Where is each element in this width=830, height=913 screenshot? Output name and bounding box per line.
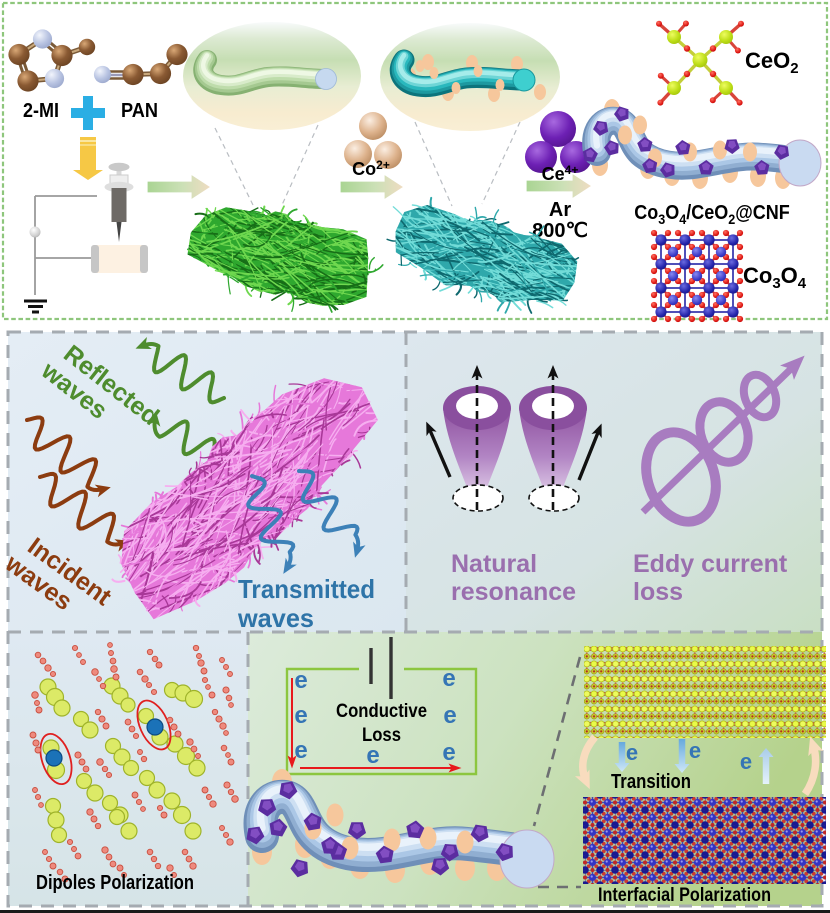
- svg-text:waves: waves: [237, 603, 314, 633]
- svg-text:Natural: Natural: [451, 550, 537, 578]
- svg-text:e: e: [689, 738, 701, 763]
- svg-text:CeO2: CeO2: [745, 48, 799, 77]
- svg-text:resonance: resonance: [451, 578, 576, 606]
- svg-text:e: e: [740, 749, 752, 774]
- svg-text:e: e: [294, 737, 307, 764]
- svg-text:e: e: [442, 665, 455, 692]
- svg-text:PAN: PAN: [121, 100, 158, 122]
- svg-text:Loss: Loss: [362, 725, 401, 746]
- svg-text:2-MI: 2-MI: [23, 100, 59, 122]
- svg-text:Transmitted: Transmitted: [238, 574, 375, 604]
- svg-text:loss: loss: [633, 578, 683, 606]
- svg-text:Co3O4/CeO2@CNF: Co3O4/CeO2@CNF: [634, 202, 790, 227]
- svg-text:e: e: [294, 702, 307, 729]
- svg-text:e: e: [294, 667, 307, 694]
- svg-text:Conductive: Conductive: [336, 701, 427, 722]
- svg-text:e: e: [626, 740, 638, 765]
- svg-text:e: e: [442, 739, 455, 766]
- svg-text:800℃: 800℃: [532, 220, 588, 242]
- svg-text:Dipoles Polarization: Dipoles Polarization: [36, 872, 194, 894]
- svg-text:Transition: Transition: [611, 771, 691, 793]
- svg-text:Ar: Ar: [549, 199, 571, 221]
- svg-text:e: e: [443, 702, 456, 729]
- svg-text:Interfacial Polarization: Interfacial Polarization: [598, 885, 771, 906]
- svg-text:Eddy current: Eddy current: [633, 550, 788, 578]
- svg-text:e: e: [366, 742, 379, 769]
